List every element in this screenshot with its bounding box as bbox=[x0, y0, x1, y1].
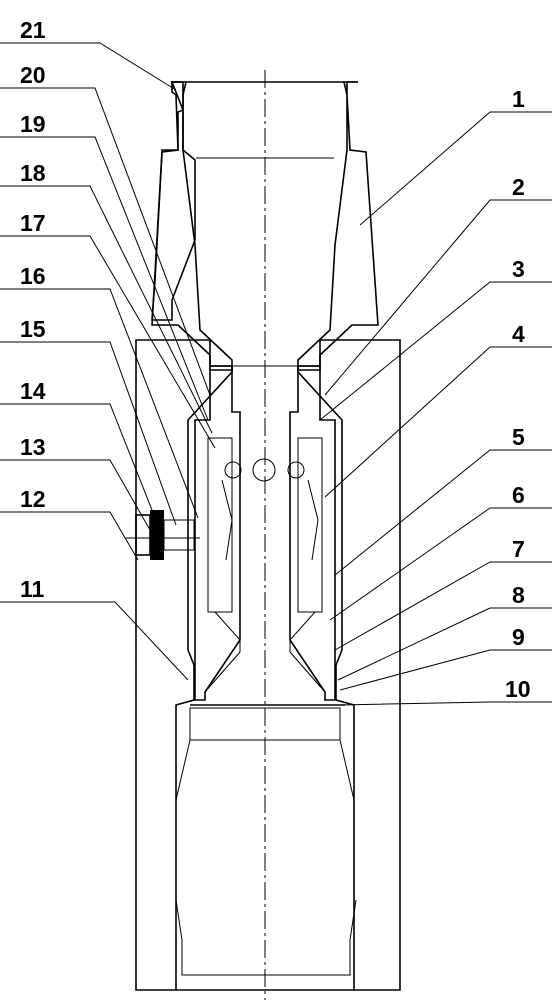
right-leaders bbox=[319, 111, 552, 706]
part-label-17: 17 bbox=[20, 210, 46, 236]
part-label-14: 14 bbox=[20, 378, 46, 404]
part-label-1: 1 bbox=[512, 86, 525, 112]
part-label-8: 8 bbox=[512, 582, 525, 608]
left-leaders bbox=[0, 42, 216, 681]
valve-sleeve bbox=[194, 365, 336, 701]
part-label-19: 19 bbox=[20, 111, 46, 137]
part-label-13: 13 bbox=[20, 434, 46, 460]
part-label-12: 12 bbox=[20, 486, 46, 512]
right-part-labels: 1 2 3 4 5 6 7 8 9 10 bbox=[505, 86, 531, 702]
part-label-7: 7 bbox=[512, 536, 525, 562]
lower-housing bbox=[135, 339, 401, 991]
part-label-21: 21 bbox=[20, 17, 46, 43]
part-label-4: 4 bbox=[512, 321, 525, 347]
side-port bbox=[126, 510, 200, 560]
part-label-5: 5 bbox=[512, 424, 525, 450]
part-label-6: 6 bbox=[512, 482, 525, 508]
part-label-10: 10 bbox=[505, 676, 531, 702]
part-label-9: 9 bbox=[512, 624, 525, 650]
part-label-18: 18 bbox=[20, 160, 46, 186]
part-label-11: 11 bbox=[20, 576, 45, 602]
part-label-20: 20 bbox=[20, 62, 46, 88]
part-label-2: 2 bbox=[512, 174, 525, 200]
part-label-16: 16 bbox=[20, 263, 46, 289]
part-label-3: 3 bbox=[512, 256, 525, 282]
part-label-15: 15 bbox=[20, 316, 46, 342]
left-part-labels: 21 20 19 18 17 16 15 14 13 12 11 bbox=[20, 17, 46, 602]
